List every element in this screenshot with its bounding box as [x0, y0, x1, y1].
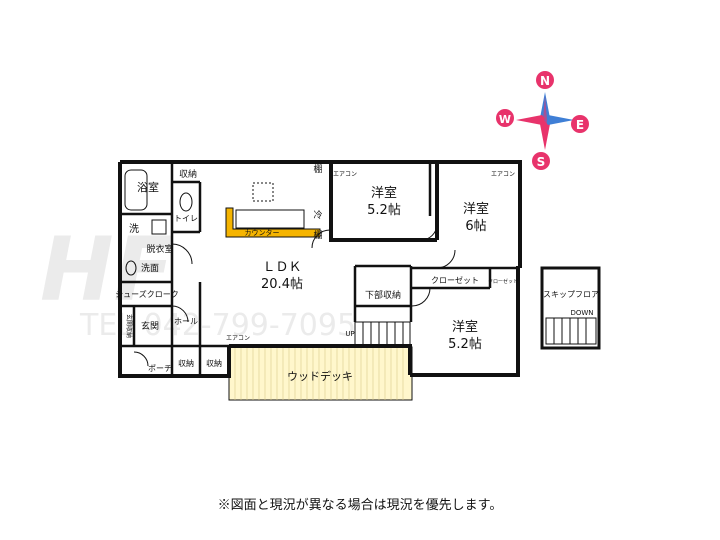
watermark-logo: HF [40, 218, 174, 321]
compass-w-label: W [499, 113, 511, 126]
room-labels: 浴室 洗 脱衣室 洗面 収納 トイレ シューズクローク 玄関収納 玄関 ホール … [115, 163, 599, 383]
room-washbasin: 洗面 [141, 262, 159, 274]
label-skip-floor: スキップフロア [543, 290, 599, 299]
watermark-tel: TEL 042-799-7095 [79, 308, 356, 343]
compass-rose: N E S W [496, 71, 589, 170]
bathtub [124, 169, 148, 211]
door-swings [133, 223, 456, 367]
room-western2-name: 洋室 [463, 201, 489, 217]
interior-walls [120, 162, 520, 376]
room-storage-b2: 収納 [206, 358, 222, 368]
room-toilet: トイレ [174, 214, 198, 223]
room-hall: ホール [174, 317, 198, 326]
compass-e-label: E [576, 118, 584, 132]
room-wash: 洗 [129, 223, 139, 235]
compass-n-label: N [540, 74, 550, 88]
room-western3-name: 洋室 [452, 319, 478, 335]
label-aircon1: エアコン [333, 171, 357, 178]
room-entrance: 玄関 [141, 320, 159, 332]
room-porch: ポーチ [148, 364, 172, 373]
room-western1-name: 洋室 [371, 185, 397, 201]
skip-floor-walls [540, 266, 601, 350]
watermark: HF TEL 042-799-7095 [40, 218, 356, 343]
room-closet-small: クローゼット [488, 278, 518, 285]
range-hood [252, 182, 274, 202]
room-western1-size: 5.2帖 [367, 203, 401, 218]
room-dressing: 脱衣室 [146, 243, 173, 255]
washbasin-fixture [125, 260, 137, 276]
room-ldk-size: 20.4帖 [261, 277, 303, 292]
room-western3-size: 5.2帖 [448, 337, 482, 352]
room-under-storage: 下部収納 [365, 289, 401, 301]
label-shelf1: 棚 [313, 163, 322, 175]
washing-machine [151, 219, 167, 235]
label-up: UP [345, 330, 354, 338]
room-bath: 浴室 [137, 180, 159, 194]
wood-deck-planks [234, 347, 404, 400]
compass-s-icon [532, 152, 550, 170]
label-fridge: 冷 [313, 209, 322, 221]
kitchen-counter [225, 207, 321, 238]
label-aircon2: エアコン [491, 171, 515, 178]
label-down: DOWN [570, 309, 593, 317]
room-closet: クローゼット [431, 275, 479, 285]
room-entrance-storage: 玄関収納 [125, 314, 133, 338]
compass-e-icon [571, 115, 589, 133]
exterior-walls [118, 160, 522, 378]
label-counter: カウンター [245, 228, 280, 237]
room-western2-size: 6帖 [465, 219, 486, 234]
compass-s-label: S [537, 155, 546, 169]
label-wood-deck: ウッドデッキ [287, 369, 353, 383]
label-aircon3: エアコン [226, 335, 250, 342]
skip-floor-stairs [545, 317, 597, 345]
staircase [354, 321, 411, 347]
label-shelf2: 棚 [313, 229, 322, 241]
compass-n-icon [536, 71, 554, 89]
disclaimer-note: ※図面と現況が異なる場合は現況を優先します。 [217, 498, 503, 513]
toilet-fixture [179, 192, 193, 212]
room-storage-top: 収納 [179, 168, 197, 180]
room-storage-b1: 収納 [178, 358, 194, 368]
compass-w-icon [496, 109, 514, 127]
kitchen-sink [235, 209, 305, 229]
room-ldk-name: ＬＤＫ [262, 260, 301, 275]
room-shoe-closet: シューズクローク [115, 289, 179, 299]
